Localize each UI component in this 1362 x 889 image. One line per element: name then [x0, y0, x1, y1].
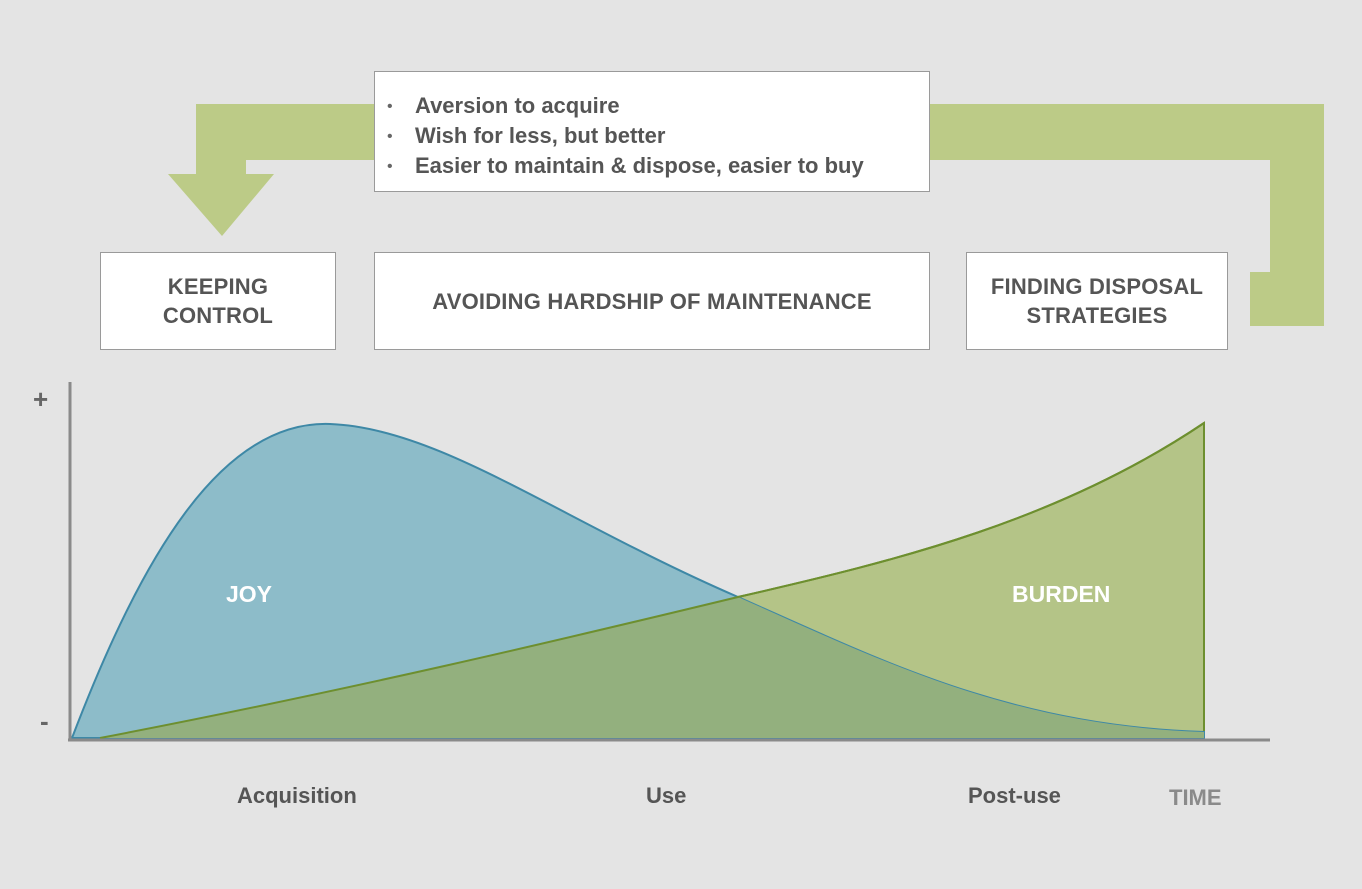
stage-finding-disposal: FINDING DISPOSAL STRATEGIES — [966, 252, 1228, 350]
feedback-bullet-box: • Aversion to acquire • Wish for less, but… — [374, 71, 930, 192]
phase-use: Use — [646, 783, 687, 808]
bullet-glyph: • — [387, 98, 393, 115]
bullet-text: Aversion to acquire — [415, 93, 620, 118]
bullet-glyph: • — [387, 128, 393, 145]
stage-label-line: STRATEGIES — [1026, 303, 1168, 328]
stage-keeping-control: KEEPING CONTROL — [100, 252, 336, 350]
joy-area — [70, 422, 1205, 739]
y-axis-minus: - — [40, 706, 49, 736]
feedback-loop-arrow-left — [168, 104, 374, 236]
phase-post-use: Post-use — [968, 783, 1061, 808]
burden-curve — [99, 422, 1205, 739]
feedback-bullet-list: • Aversion to acquire • Wish for less, but… — [387, 91, 929, 181]
stage-label-line: KEEPING — [167, 274, 269, 299]
y-axis-plus: + — [33, 384, 49, 414]
time-axis-label: TIME — [1169, 785, 1222, 810]
stage-label: AVOIDING HARDSHIP OF MAINTENANCE — [432, 288, 872, 314]
joy-label: JOY — [226, 581, 273, 607]
burden-label: BURDEN — [1012, 581, 1111, 607]
feedback-loop-arrow — [930, 104, 1324, 326]
stage-label-line: CONTROL — [162, 303, 274, 328]
bullet-item: • Wish for less, but better — [387, 121, 929, 151]
bullet-item: • Aversion to acquire — [387, 91, 929, 121]
bullet-glyph: • — [387, 158, 393, 175]
bullet-text: Wish for less, but better — [415, 123, 666, 148]
stage-label-line: FINDING DISPOSAL — [990, 274, 1204, 299]
bullet-item: • Easier to maintain & dispose, easier to… — [387, 151, 929, 181]
stage-avoiding-hardship: AVOIDING HARDSHIP OF MAINTENANCE — [374, 252, 930, 350]
phase-acquisition: Acquisition — [237, 783, 357, 808]
bullet-text: Easier to maintain & dispose, easier to … — [415, 153, 864, 178]
